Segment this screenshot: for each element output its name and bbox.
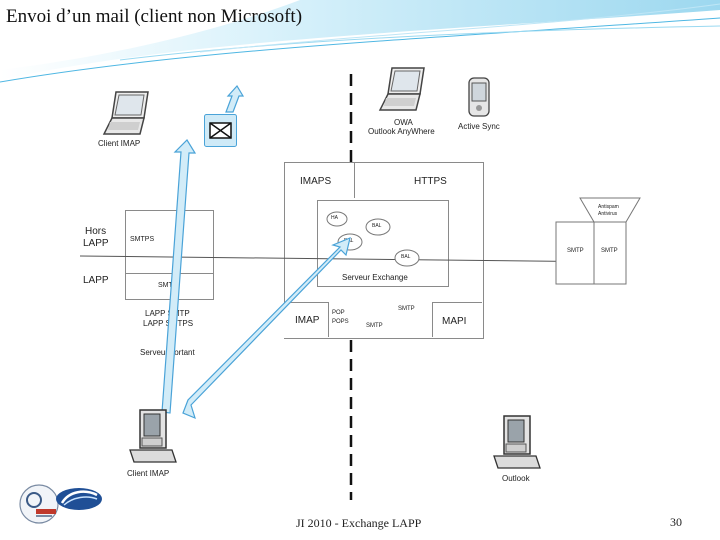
label-lapp-outside: LAPP [83, 238, 109, 249]
label-outlook: Outlook [502, 474, 530, 483]
label-lapp-inside: LAPP [83, 275, 109, 286]
label-smtp-gateway: SMTP [158, 282, 178, 289]
pda-icon [468, 77, 490, 117]
arrow-upstream [161, 139, 197, 414]
desktop-computer-icon [492, 414, 542, 472]
label-https: HTTPS [414, 176, 447, 187]
exchange-https-divider [354, 162, 355, 198]
label-smtps: SMTPS [130, 236, 155, 243]
label-imaps: IMAPS [300, 176, 332, 187]
laptop-icon [378, 66, 428, 114]
envelope-icon [204, 114, 237, 147]
footer-title: JI 2010 - Exchange LAPP [296, 516, 422, 530]
label-mapi: MAPI [442, 316, 467, 327]
label-antispam-smtp-left: SMTP [567, 248, 584, 254]
label-ha: HA [331, 215, 338, 221]
label-serveur-exchange: Serveur Exchange [342, 273, 408, 282]
label-smtp-bottom: SMTP [366, 323, 383, 329]
label-pops: POPS [332, 319, 349, 325]
gateway-smtp-box [125, 273, 214, 300]
laptop-icon [102, 90, 152, 138]
arrow-exchange [182, 237, 351, 420]
label-antivirus: Antivirus [598, 211, 618, 217]
exchange-smtp-cell [356, 302, 433, 337]
label-client-imap-bottom: Client IMAP [127, 469, 170, 478]
label-bal-3: BAL [401, 254, 411, 260]
label-hors: Hors [85, 226, 107, 237]
lapp-logo-icon [55, 487, 103, 511]
label-antispam-smtp-right: SMTP [601, 248, 618, 254]
header-swoosh [0, 0, 720, 83]
label-smtp-lower: SMTP [398, 306, 415, 312]
slide-title: Envoi d’un mail (client non Microsoft) [6, 6, 303, 27]
label-imap: IMAP [295, 315, 320, 326]
cnrs-logo-icon [18, 483, 60, 525]
page-number: 30 [670, 515, 682, 529]
label-owa: OWA [394, 118, 413, 127]
arrow-envelope-up [225, 84, 245, 113]
label-antispam: Antispam [598, 204, 619, 210]
label-client-imap-top: Client IMAP [98, 139, 141, 148]
exchange-pop-cell [328, 302, 358, 337]
label-bal-1: BAL [372, 223, 382, 229]
label-active-sync: Active Sync [458, 122, 500, 131]
label-outlook-anywhere: Outlook AnyWhere [368, 127, 435, 136]
label-pop: POP [332, 310, 345, 316]
desktop-computer-icon [128, 408, 178, 466]
label-lapp-smtp: LAPP SMTP [145, 309, 190, 318]
